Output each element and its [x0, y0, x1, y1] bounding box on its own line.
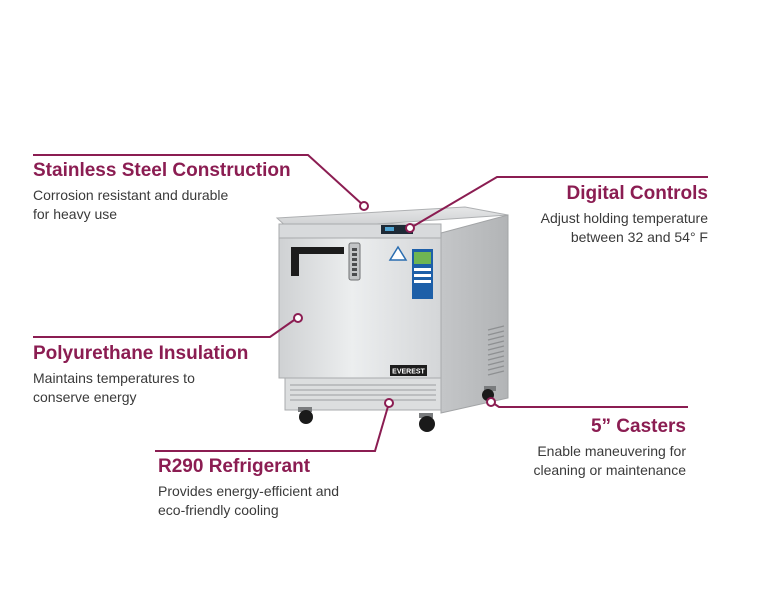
description-line: Enable maneuvering for [537, 443, 686, 459]
leader-refrigerant [155, 402, 390, 452]
description-line: Corrosion resistant and durable [33, 187, 229, 203]
brand-plate-text: EVEREST [392, 369, 425, 376]
leader-stainless [33, 154, 364, 206]
base-grille [284, 377, 442, 411]
callout-description: Adjust holding temperature between 32 an… [541, 209, 708, 247]
description-line: Maintains temperatures to [33, 370, 195, 386]
callout-r290-refrigerant: R290 Refrigerant Provides energy-efficie… [158, 456, 339, 520]
grille-slats [290, 384, 436, 401]
callout-polyurethane-insulation: Polyurethane Insulation Maintains temper… [33, 343, 248, 407]
leader-insulation [33, 317, 298, 338]
callout-description: Maintains temperatures to conserve energ… [33, 369, 248, 407]
callout-title: Polyurethane Insulation [33, 343, 249, 364]
door-handle [291, 247, 344, 276]
display-readout [385, 227, 394, 231]
callout-title: R290 Refrigerant [158, 456, 311, 477]
callout-title: 5” Casters [590, 416, 686, 437]
energy-sticker-line [414, 274, 431, 277]
marker-stainless [359, 201, 369, 211]
energy-sticker-line [414, 268, 431, 271]
brand-triangle-badge [388, 245, 408, 261]
leader-casters [492, 402, 688, 408]
description-line: Adjust holding temperature [540, 210, 708, 226]
keypad-buttons [352, 248, 357, 276]
energy-sticker-line [414, 280, 431, 283]
caster-front-left [298, 407, 313, 424]
description-line: Provides energy-efficient and [158, 483, 340, 499]
keypad-lock [348, 242, 361, 281]
marker-insulation [293, 313, 303, 323]
energy-sticker-leaf [414, 252, 431, 264]
description-line: eco-friendly cooling [158, 502, 279, 518]
marker-casters [486, 397, 496, 407]
callout-description: Corrosion resistant and durable for heav… [33, 186, 291, 224]
leader-digital [411, 176, 708, 228]
caster-front-right [419, 413, 435, 432]
callout-stainless-steel: Stainless Steel Construction Corrosion r… [33, 160, 291, 224]
callout-casters: 5” Casters Enable maneuvering for cleani… [533, 416, 686, 480]
marker-digital [405, 223, 415, 233]
digital-display [381, 225, 413, 234]
marker-refrigerant [384, 398, 394, 408]
description-line: conserve energy [33, 389, 137, 405]
brand-plate [390, 365, 427, 376]
callout-digital-controls: Digital Controls Adjust holding temperat… [541, 183, 708, 247]
callout-description: Provides energy-efficient and eco-friend… [158, 482, 339, 520]
callout-title: Stainless Steel Construction [33, 160, 291, 181]
side-vents [487, 325, 505, 376]
callout-description: Enable maneuvering for cleaning or maint… [533, 442, 686, 480]
description-line: between 32 and 54° F [570, 229, 708, 245]
callout-title: Digital Controls [566, 183, 708, 204]
description-line: cleaning or maintenance [533, 462, 686, 478]
description-line: for heavy use [33, 206, 118, 222]
